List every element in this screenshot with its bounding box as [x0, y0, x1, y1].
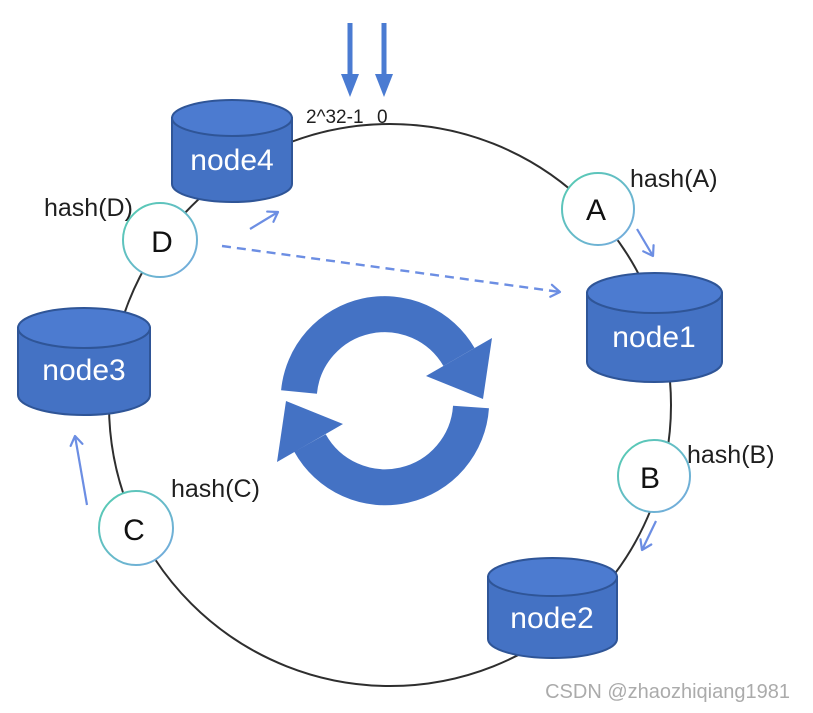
point-c-circle: C: [98, 490, 174, 566]
node2-database-cylinder: node2: [487, 557, 618, 659]
hash-d-label: hash(D): [44, 194, 133, 222]
max-position-arrowhead: [341, 74, 359, 97]
d-to-node4-arrow: [249, 210, 280, 230]
node2-label: node2: [510, 602, 593, 635]
hash-b-label: hash(B): [687, 441, 775, 469]
node3-label: node3: [42, 354, 125, 387]
node2-cylinder-top: [487, 557, 618, 597]
point-d-circle: D: [122, 202, 198, 278]
node1-label: node1: [612, 321, 695, 354]
cycle-top-arc: [281, 296, 475, 395]
node1-cylinder-top: [586, 272, 723, 314]
node4-database-cylinder: node4: [171, 99, 293, 203]
ring-max-label: 2^32-1: [306, 107, 364, 128]
ring-zero-label: 0: [377, 107, 388, 128]
node3-database-cylinder: node3: [17, 307, 151, 416]
zero-position-arrowhead: [375, 74, 393, 97]
point-d-letter: D: [151, 226, 173, 259]
point-a-letter: A: [586, 194, 606, 227]
c-to-node3-arrow: [69, 434, 89, 506]
hash-a-label: hash(A): [630, 165, 718, 193]
node3-cylinder-top: [17, 307, 151, 349]
csdn-watermark: CSDN @zhaozhiqiang1981: [545, 681, 790, 703]
point-a-circle: A: [561, 172, 635, 246]
node1-database-cylinder: node1: [586, 272, 723, 383]
remap-dashed-arrow: [221, 244, 562, 298]
clockwise-cycle-icon: [277, 296, 492, 506]
cycle-left-arrowhead: [277, 401, 343, 462]
node4-cylinder-top: [171, 99, 293, 137]
cycle-right-arrowhead: [426, 338, 492, 399]
cycle-bottom-arc: [294, 405, 489, 506]
point-c-letter: C: [123, 514, 145, 547]
point-b-letter: B: [640, 462, 660, 495]
point-b-circle: B: [617, 439, 691, 513]
a-to-node1-arrow: [636, 228, 655, 258]
b-to-node2-arrow: [639, 520, 657, 552]
ring-origin-arrows: [341, 23, 393, 97]
node4-label: node4: [190, 144, 273, 177]
hash-c-label: hash(C): [171, 475, 260, 503]
